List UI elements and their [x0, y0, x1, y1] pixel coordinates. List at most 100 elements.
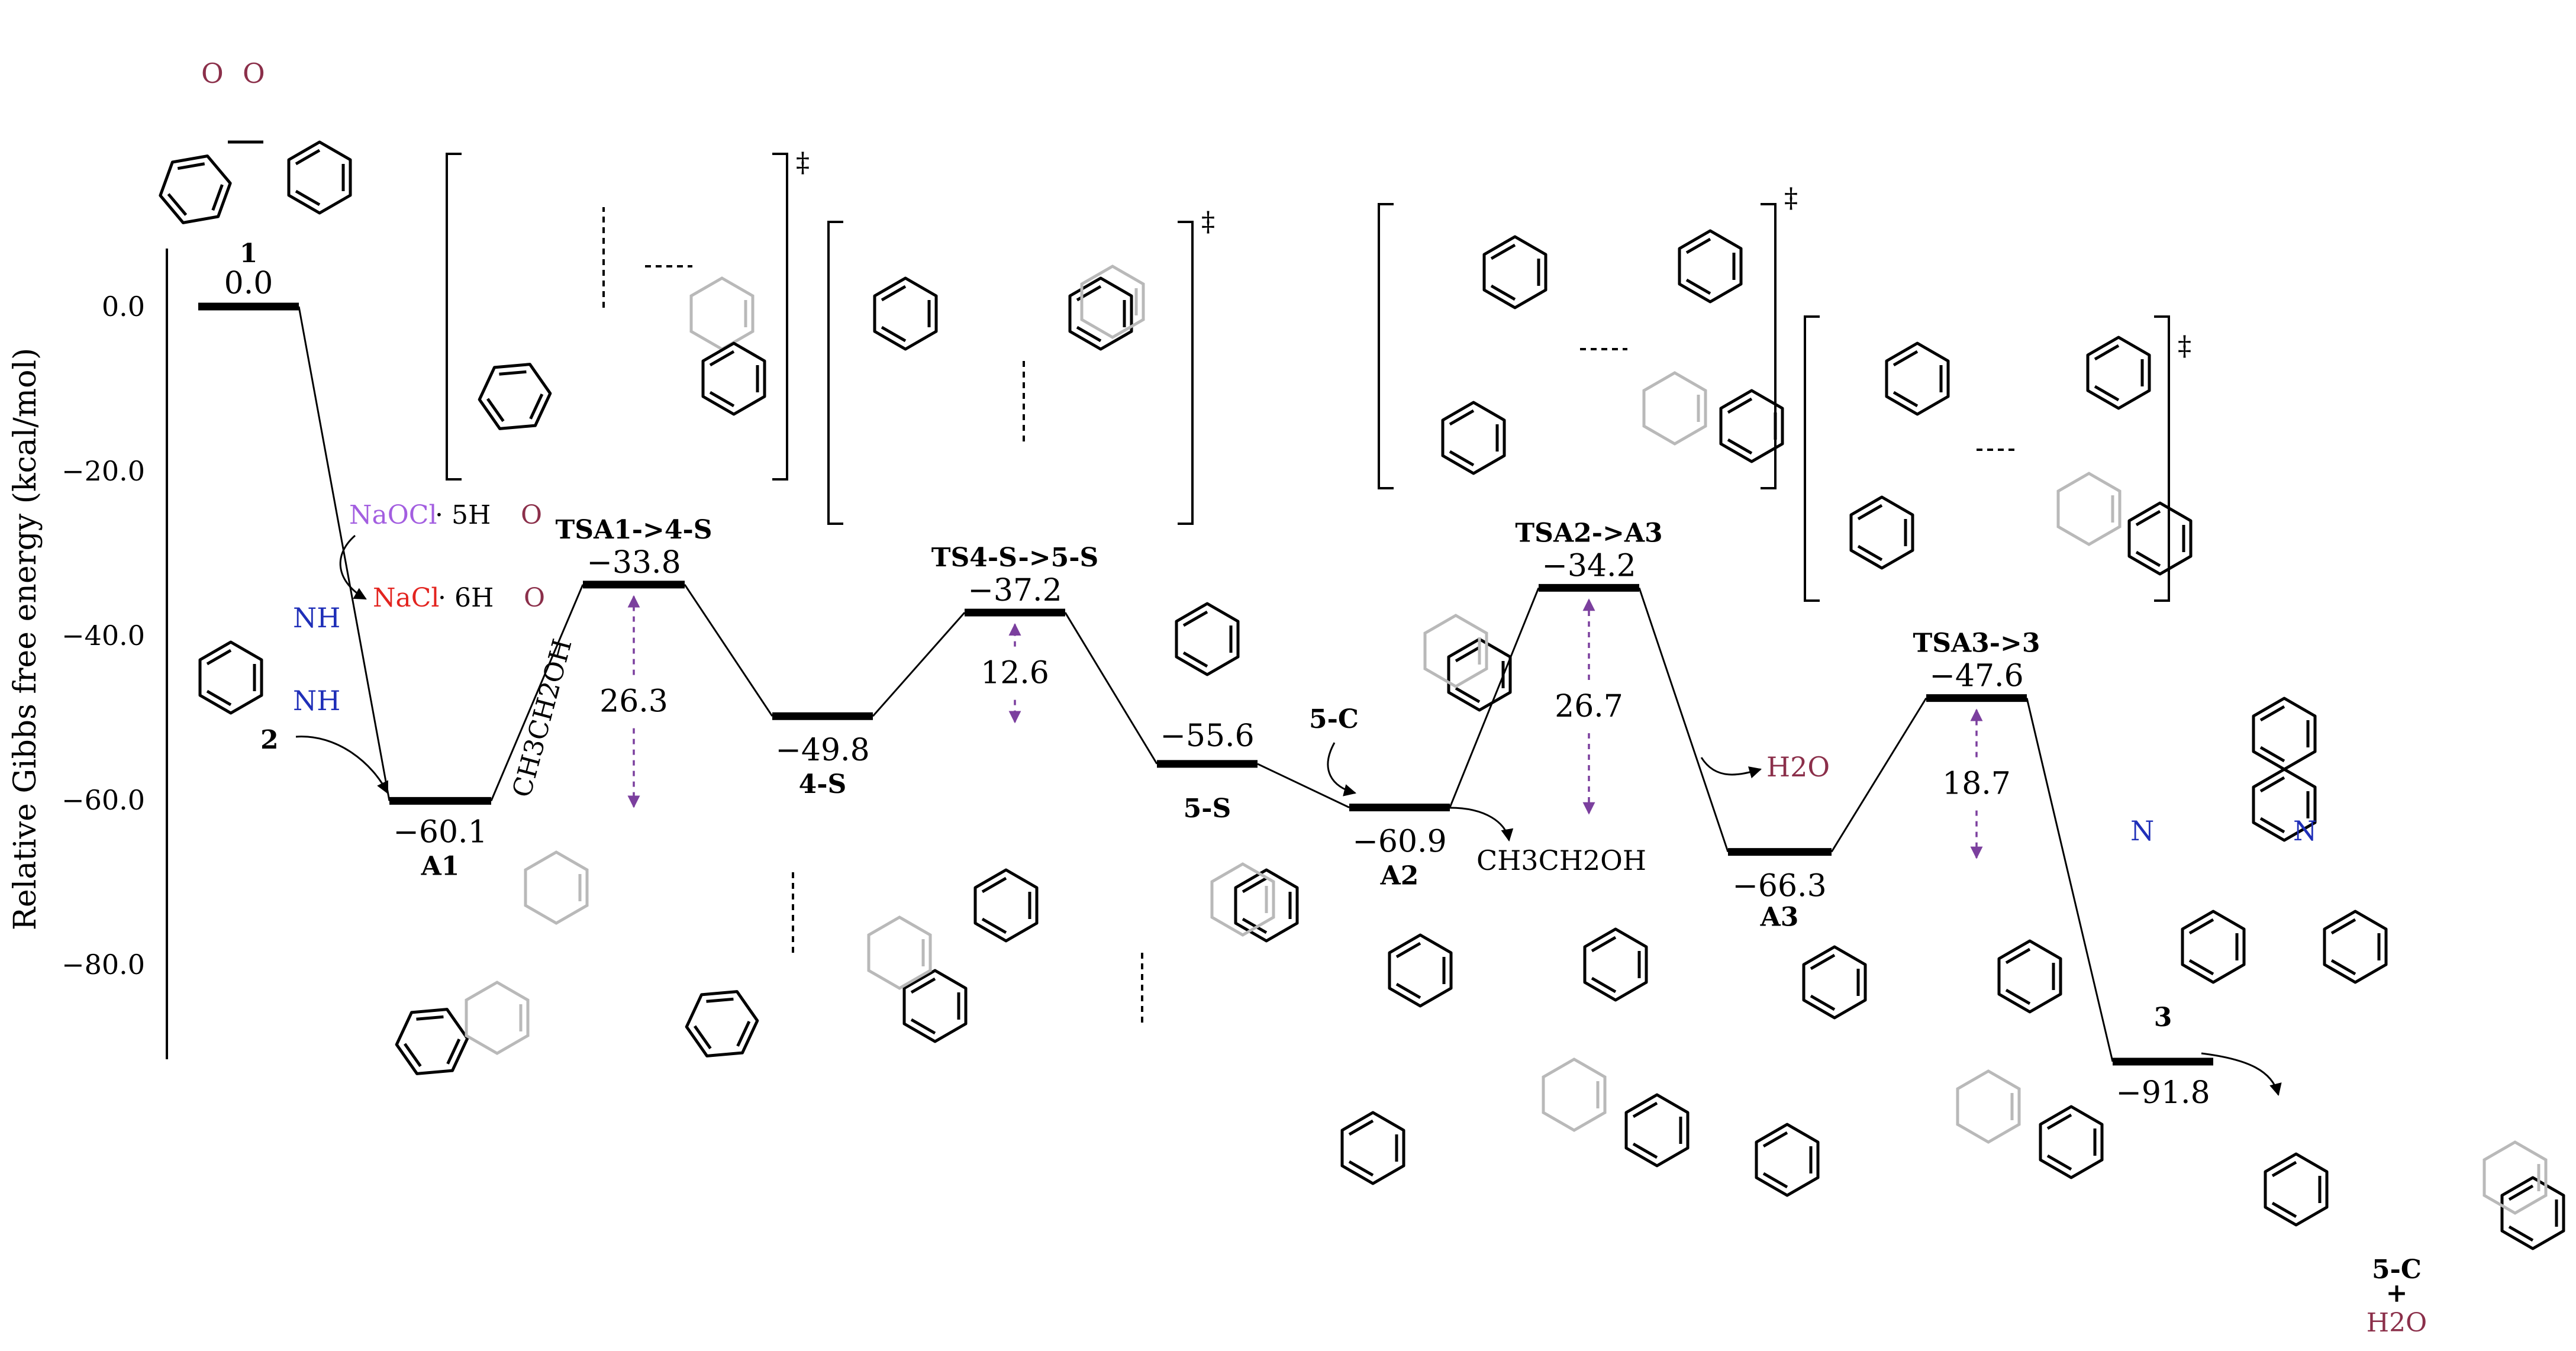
- species-label: TS4-S->5-S: [931, 543, 1099, 573]
- label-benzil-o2: O: [243, 57, 265, 89]
- species-label: 1: [240, 238, 258, 269]
- y-axis-label: Relative Gibbs free energy (kcal/mol): [8, 348, 43, 931]
- nacl-label: NaCl: [373, 583, 439, 613]
- bracket-ts1-left: [446, 153, 462, 481]
- bracket-ts4-left: [1804, 315, 1820, 602]
- bracket-ts1-right: [772, 153, 788, 481]
- a1-structure: [389, 852, 587, 1086]
- level-connector: [490, 584, 584, 801]
- species-label: A3: [1760, 902, 1799, 933]
- heteroatom-labels: NH NH O O N N: [201, 57, 2317, 847]
- dagger-ts3: ‡: [1784, 182, 1798, 214]
- energy-value-label: −37.2: [968, 573, 1062, 608]
- y-tick-label: −60.0: [62, 784, 145, 816]
- ts3-structure: [1443, 231, 1782, 473]
- label-quinoxaline-n2: N: [2293, 815, 2317, 847]
- naocl-label: NaOCl: [349, 500, 437, 530]
- ts2-structure: [875, 266, 1143, 444]
- final-h2o: H2O: [2367, 1308, 2427, 1338]
- naocl-hydrate: · 5H: [435, 500, 491, 530]
- species-label: A1: [421, 851, 460, 881]
- species-label: TSA3->3: [1913, 628, 2040, 659]
- level-connector: [1830, 697, 1927, 853]
- y-ticks: 0.0 −20.0 −40.0 −60.0 −80.0: [62, 291, 145, 981]
- naocl-water-o: O: [521, 500, 542, 530]
- y-tick-label: 0.0: [102, 291, 145, 323]
- reagent-2-label: 2: [260, 725, 279, 755]
- reagent-2-arrow: [295, 736, 389, 794]
- energy-value-label: −34.2: [1542, 548, 1636, 583]
- barrier-value-label: 12.6: [981, 656, 1049, 691]
- bracket-ts4-right: [2154, 315, 2170, 602]
- species-label: 4-S: [799, 769, 847, 799]
- bracket-ts2-left: [827, 221, 843, 525]
- barrier-value-label: 18.7: [1942, 766, 2011, 802]
- dagger-ts2: ‡: [1201, 205, 1215, 237]
- reagent-5c-label: 5-C: [1309, 704, 1359, 734]
- level-connector: [1064, 612, 1158, 765]
- final-arrow: [2201, 1052, 2282, 1097]
- dagger-ts1: ‡: [796, 146, 810, 178]
- y-tick-label: −20.0: [62, 455, 145, 487]
- 5s-structure: [975, 864, 1297, 1024]
- 5s-ts-structure: [1176, 604, 1510, 710]
- ethanol-label: CH3CH2OH: [507, 636, 578, 800]
- 4s-structure: [679, 870, 966, 1069]
- barrier-value-label: 26.3: [599, 684, 668, 720]
- level-connector: [1257, 763, 1350, 808]
- level-connector: [684, 583, 773, 717]
- label-nh2-lower: NH: [293, 685, 340, 717]
- final-5c-label: 5-C: [2372, 1255, 2422, 1285]
- bracket-ts3-right: [1761, 203, 1777, 489]
- reagent-annotations: NaOCl · 5H O NaCl · 6H O CH3CH2OH 2 5-C …: [260, 500, 2427, 1338]
- y-tick-label: −80.0: [62, 949, 145, 981]
- nacl-water-o: O: [524, 583, 545, 613]
- ts4-structure: [1851, 337, 2191, 574]
- level-connector: [872, 612, 966, 717]
- a2-structure: [1342, 929, 1688, 1184]
- ethanol-out-label: CH3CH2OH: [1476, 844, 1646, 876]
- barrier-value-label: 26.7: [1555, 689, 1623, 724]
- energy-value-label: 0.0: [224, 266, 273, 301]
- species-label: 3: [2154, 1002, 2172, 1033]
- species-label: A2: [1380, 861, 1419, 891]
- final-5c-structure: [2265, 1142, 2564, 1249]
- ts1-structure: [472, 207, 765, 441]
- y-axis: 0.0 −20.0 −40.0 −60.0 −80.0 Relative Gibbs f…: [8, 249, 168, 1059]
- energy-value-label: −49.8: [775, 733, 869, 768]
- energy-value-label: −91.8: [2116, 1075, 2210, 1111]
- energy-value-label: −55.6: [1160, 718, 1254, 754]
- level-connector: [1638, 587, 1729, 853]
- a3-structure: [1756, 941, 2102, 1195]
- energy-value-label: −60.9: [1352, 824, 1446, 860]
- species-label: 5-S: [1184, 794, 1231, 824]
- energy-value-label: −47.6: [1929, 659, 2023, 694]
- reagent-5c-arrow: [1327, 742, 1357, 797]
- energy-levels: 0.01−60.1A1−33.8TSA1->4-S−49.84-S−37.2TS…: [198, 238, 2213, 1111]
- structure-sketches: NH NH O O N N: [154, 57, 2564, 1249]
- quinoxaline-structure: [2182, 698, 2386, 982]
- bracket-ts3-left: [1378, 203, 1394, 489]
- water-out-arrow: [1700, 757, 1762, 779]
- species-label: TSA2->A3: [1515, 518, 1662, 548]
- ts-brackets: ‡ ‡ ‡ ‡: [446, 146, 2191, 602]
- dagger-ts4: ‡: [2178, 330, 2191, 362]
- level-connector: [2026, 698, 2114, 1062]
- connectors: [298, 306, 2114, 1062]
- label-quinoxaline-n1: N: [2130, 815, 2154, 847]
- water-out-label: H2O: [1766, 751, 1830, 783]
- diamine-structure: [200, 642, 262, 713]
- level-connector: [298, 306, 391, 801]
- level-connector: [1449, 587, 1540, 808]
- y-tick-label: −40.0: [62, 620, 145, 652]
- barrier-arrows: 26.3 12.6 26.7 18.7: [599, 595, 2011, 859]
- species-label: TSA1->4-S: [555, 515, 712, 545]
- energy-value-label: −33.8: [586, 545, 681, 581]
- benzil-structure: [154, 140, 350, 233]
- bracket-ts2-right: [1178, 221, 1194, 525]
- label-benzil-o1: O: [201, 57, 224, 89]
- energy-value-label: −60.1: [393, 814, 487, 850]
- ethanol-out-arrow: [1449, 807, 1514, 842]
- label-nh2-upper: NH: [293, 602, 340, 634]
